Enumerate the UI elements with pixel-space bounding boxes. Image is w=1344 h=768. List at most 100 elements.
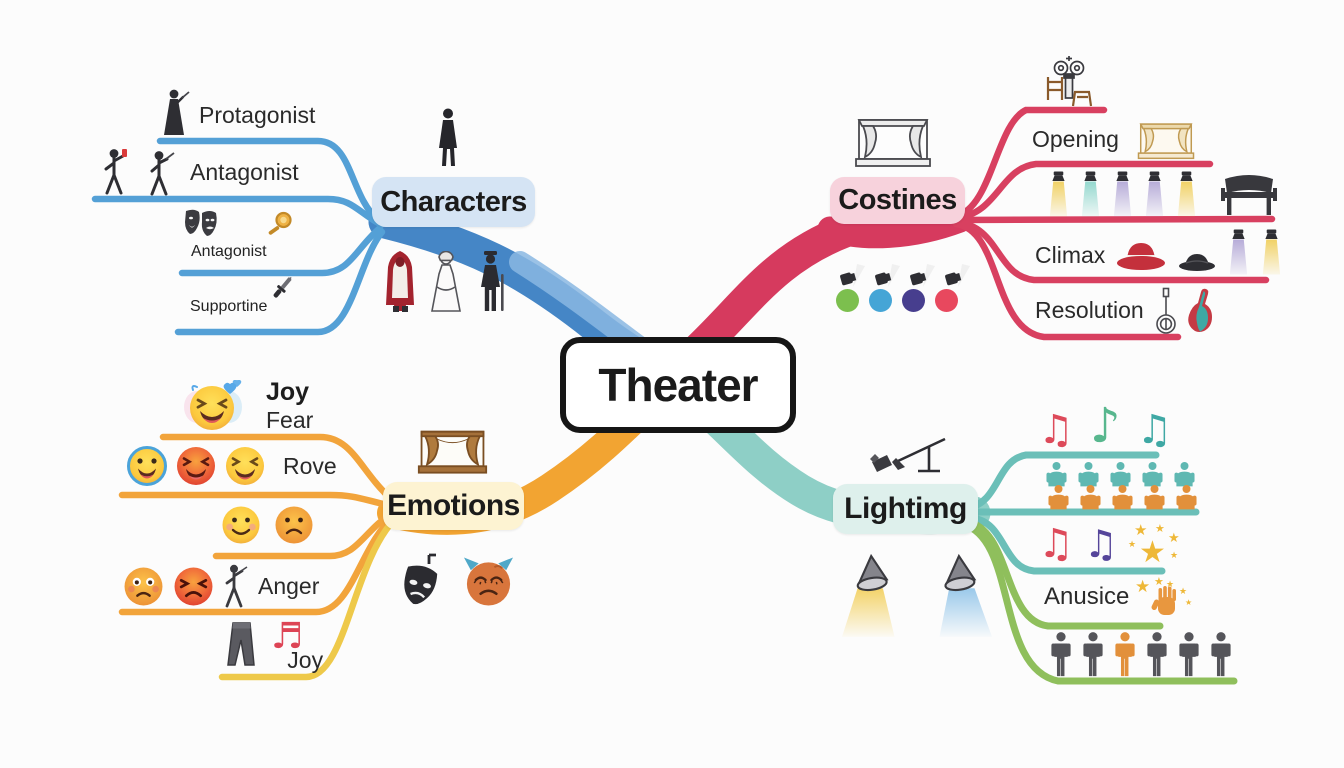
person-teal-icon xyxy=(1046,461,1067,487)
branch-box-costumes: Costines xyxy=(830,177,965,224)
spotlight-boom-icon xyxy=(868,434,948,477)
center-node: Theater xyxy=(560,337,796,433)
spotlight-black-icon xyxy=(838,264,865,289)
red-cloak-icon xyxy=(384,249,416,313)
svg-text:★: ★ xyxy=(1185,598,1192,607)
tan-stage-icon xyxy=(1137,116,1195,162)
color-dot-red xyxy=(935,289,958,312)
svg-text:★: ★ xyxy=(1179,587,1187,597)
black-suit-icon xyxy=(476,250,508,313)
beam-yellow-icon xyxy=(1175,170,1198,217)
child-label: Joy xyxy=(266,378,310,406)
child-row-resolution: Resolution xyxy=(1035,286,1214,334)
child-label: Supportine xyxy=(190,298,268,315)
angry-red-icon xyxy=(173,566,214,607)
grin-blue-icon xyxy=(126,445,168,487)
lighting-boom-decor xyxy=(868,434,948,477)
actor-red-prop-icon xyxy=(100,148,132,196)
person-teal-icon xyxy=(1174,461,1195,487)
person-gray-icon xyxy=(1081,631,1105,677)
child-row-anusice: Anusice ★★★★★ xyxy=(1044,574,1195,620)
beam-yellow-icon xyxy=(1260,228,1283,275)
child-label: Anger xyxy=(258,572,320,599)
beam-purple-icon xyxy=(1111,170,1134,217)
child-row-audience-duo xyxy=(1046,461,1197,510)
child-label: Climax xyxy=(1035,242,1106,268)
person-teal-icon xyxy=(1110,461,1131,487)
color-dot-indigo xyxy=(902,289,925,312)
svg-text:★: ★ xyxy=(1155,522,1165,535)
child-label: Antagonist xyxy=(190,158,299,185)
child-row-audience-row xyxy=(1049,631,1233,677)
branch-label-costumes: Costines xyxy=(838,184,957,216)
child-label: Protagonist xyxy=(199,101,316,128)
costumes-lights-decor xyxy=(1047,170,1279,217)
child-row-protagonist: Protagonist xyxy=(162,84,315,146)
person-orange-icon xyxy=(1112,484,1133,510)
laugh-red-icon xyxy=(175,445,217,487)
theater-masks-icon xyxy=(183,209,219,239)
beam-yellow-icon xyxy=(1047,170,1070,217)
star-cluster-icon: ★★★★★★ xyxy=(1128,520,1182,568)
dagger-icon xyxy=(268,272,298,302)
svg-text:★: ★ xyxy=(1168,531,1180,546)
costumes-spotlights-decor xyxy=(838,264,970,289)
person-orange-icon xyxy=(1144,484,1165,510)
note-red-icon: ♫ xyxy=(1038,407,1074,453)
child-row-rove: Rove xyxy=(126,444,337,488)
branch-label-lighting: Lightimg xyxy=(844,492,967,525)
beam-teal-icon xyxy=(1079,170,1102,217)
jeans-icon xyxy=(224,621,257,667)
svg-text:★: ★ xyxy=(1128,540,1136,550)
svg-text:★: ★ xyxy=(1135,577,1150,597)
costumes-stage-decor xyxy=(854,112,932,168)
person-teal-icon xyxy=(1142,461,1163,487)
beam-purple-icon xyxy=(1227,228,1250,275)
stick-actor-icon xyxy=(223,564,249,608)
child-row-joy-2: ♬ Joy xyxy=(224,616,323,674)
costumes-color-dots xyxy=(836,289,958,312)
note-purple-icon: ♫ xyxy=(1083,521,1118,566)
characters-costumes-decor xyxy=(384,249,508,313)
beam-purple-icon xyxy=(1143,170,1166,217)
svg-text:★: ★ xyxy=(1170,551,1178,561)
person-orange-icon xyxy=(1176,484,1197,510)
branch-label-characters: Characters xyxy=(380,185,527,218)
note-red-sm-icon: ♬ xyxy=(271,616,304,657)
standing-figure-icon xyxy=(435,108,462,168)
child-row-notes-stars: ♫♫★★★★★★ xyxy=(1038,520,1182,568)
emotions-stage-decor xyxy=(417,420,488,478)
child-row-antagonist-1: Antagonist xyxy=(100,146,299,198)
person-teal-icon xyxy=(1078,461,1099,487)
emotions-masks-decor xyxy=(396,553,515,607)
color-dot-blue xyxy=(869,289,892,312)
star-hand-icon: ★★★★★ xyxy=(1135,574,1195,620)
child-row-anger: Anger xyxy=(123,564,319,608)
gold-magnifier-icon xyxy=(267,211,294,238)
child-row-joy-fear: Joy Fear xyxy=(184,378,313,433)
person-gray-icon xyxy=(1145,631,1169,677)
characters-figure-decor xyxy=(435,108,462,168)
child-row-climax: Climax xyxy=(1035,228,1283,275)
svg-text:★: ★ xyxy=(1139,535,1166,568)
child-row-antagonist-2: Antagonist xyxy=(183,209,294,261)
actor-wand-icon xyxy=(147,150,175,196)
spotlight-black-icon xyxy=(908,264,935,289)
cone-spot-yellow-icon xyxy=(842,550,914,640)
tragedy-mask-icon xyxy=(396,553,444,607)
person-orange-full-icon xyxy=(1113,631,1137,677)
svg-text:★: ★ xyxy=(1154,575,1164,588)
child-label: Anusice xyxy=(1044,583,1130,610)
smile-soft-icon xyxy=(221,505,261,545)
child-line-c3 xyxy=(952,215,1276,224)
child-label: Resolution xyxy=(1035,296,1144,323)
person-gray-icon xyxy=(1209,631,1233,677)
child-label: Rove xyxy=(283,452,337,479)
person-gray-icon xyxy=(1177,631,1201,677)
svg-text:★: ★ xyxy=(1134,521,1147,539)
projector-icon xyxy=(1044,56,1094,108)
lute-icon xyxy=(1185,285,1214,335)
frown-soft-icon xyxy=(274,505,314,545)
person-orange-icon xyxy=(1080,484,1101,510)
